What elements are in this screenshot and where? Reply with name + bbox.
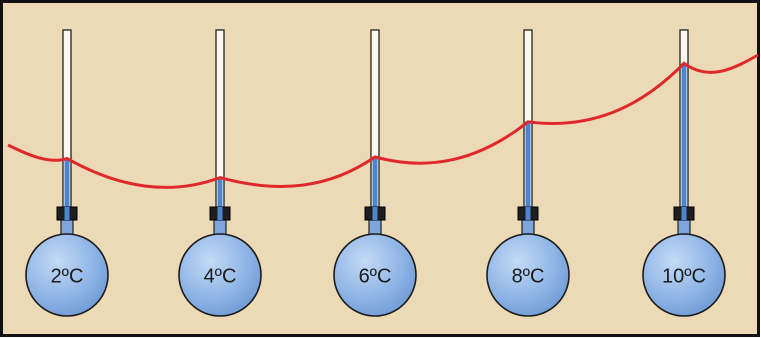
thermometer: 8ºC bbox=[486, 29, 570, 317]
stopper-channel bbox=[64, 207, 70, 220]
temperature-label: 2ºC bbox=[51, 265, 84, 287]
temperature-label: 4ºC bbox=[204, 265, 237, 287]
level-curve bbox=[7, 53, 759, 189]
liquid-column bbox=[681, 63, 687, 240]
thermometer: 10ºC bbox=[642, 29, 726, 317]
temperature-label: 8ºC bbox=[512, 265, 545, 287]
thermometer-bulb bbox=[486, 233, 570, 317]
stopper-channel bbox=[372, 207, 378, 220]
liquid-column bbox=[64, 158, 70, 240]
stopper-channel bbox=[217, 207, 223, 220]
thermometer-bulb bbox=[333, 233, 417, 317]
thermometer-bulb bbox=[178, 233, 262, 317]
liquid-column bbox=[525, 121, 531, 240]
thermometer-bulb bbox=[25, 233, 109, 317]
thermometer: 4ºC bbox=[178, 29, 262, 317]
temperature-label: 6ºC bbox=[359, 265, 392, 287]
liquid-column bbox=[372, 156, 378, 240]
thermometer-group: 2ºC 4ºC 6ºC 8ºC 10ºC bbox=[25, 29, 726, 317]
stopper-channel bbox=[681, 207, 687, 220]
temperature-label: 10ºC bbox=[662, 265, 706, 287]
stopper-channel bbox=[525, 207, 531, 220]
thermometer-bulb bbox=[642, 233, 726, 317]
thermometer: 6ºC bbox=[333, 29, 417, 317]
thermometer: 2ºC bbox=[25, 29, 109, 317]
